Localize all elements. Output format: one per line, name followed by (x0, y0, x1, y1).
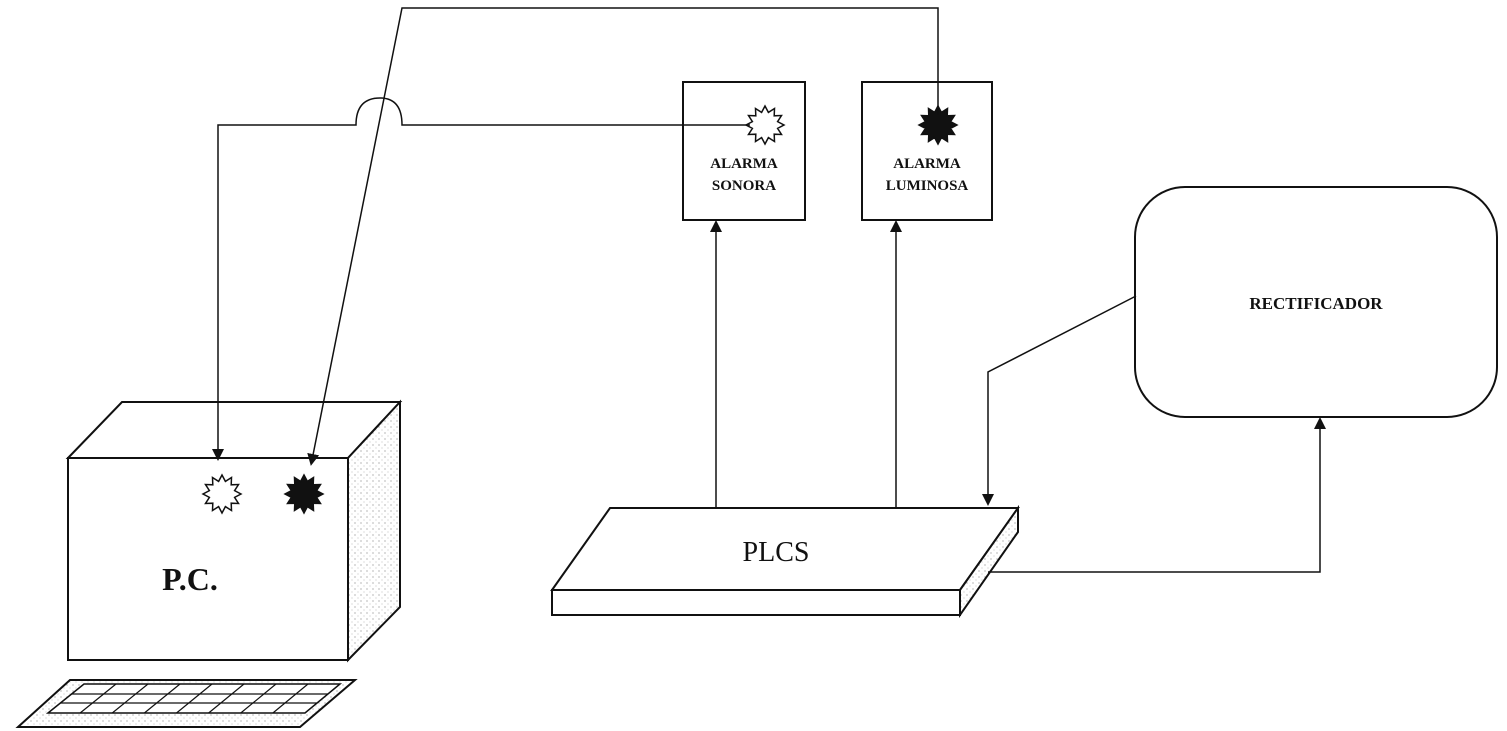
alarma-sonora-label-line2: SONORA (712, 178, 776, 194)
pc-label: P.C. (162, 561, 218, 597)
alarma-luminosa-label-line2: LUMINOSA (886, 178, 969, 194)
pc-computer: P.C. (68, 402, 400, 660)
plcs-unit: PLCS (552, 508, 1018, 615)
connector-rectificador-to-plcs (988, 296, 1136, 500)
pc-keyboard (18, 680, 355, 727)
alarma-sonora-box: ALARMA SONORA (683, 82, 805, 220)
alarma-sonora-label-line1: ALARMA (710, 156, 778, 172)
plcs-label: PLCS (743, 537, 810, 568)
connector-plcs-to-rectificador (988, 423, 1320, 572)
rectificador-label: RECTIFICADOR (1249, 294, 1383, 313)
alarma-luminosa-box: ALARMA LUMINOSA (862, 82, 992, 220)
alarma-luminosa-label-line1: ALARMA (893, 156, 961, 172)
pc-top-face (68, 402, 400, 458)
plcs-front-face (552, 590, 960, 615)
rectificador-box: RECTIFICADOR (1135, 187, 1497, 417)
connector-luminosa-to-pc (312, 8, 938, 460)
